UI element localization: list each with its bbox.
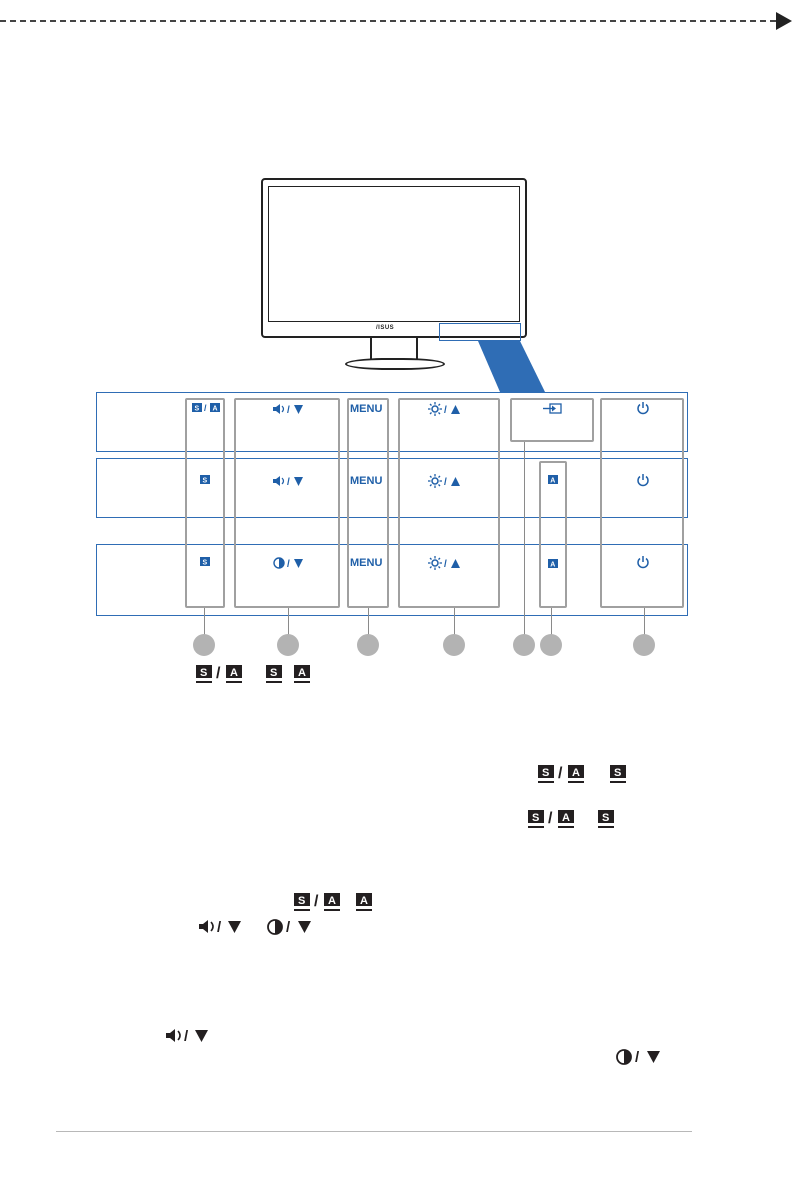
svg-text:S: S xyxy=(298,895,305,907)
button-panel-row-1 xyxy=(96,392,688,452)
leader-line xyxy=(204,608,205,635)
svg-text:A: A xyxy=(550,562,555,569)
s-a-s-buttons-icon: S / A S xyxy=(538,765,626,783)
column-frame-2 xyxy=(234,398,340,608)
leader-line xyxy=(551,608,552,635)
s-a-mode-icon: S / A xyxy=(192,403,220,413)
power-icon xyxy=(637,402,649,415)
volume-down-icon: / xyxy=(273,476,303,488)
footer-rule xyxy=(56,1131,692,1132)
svg-text:/: / xyxy=(217,919,222,936)
power-icon xyxy=(637,556,649,569)
callout-2 xyxy=(277,634,299,656)
svg-text:/: / xyxy=(184,1028,189,1045)
volume-down-icon: / xyxy=(273,404,303,416)
svg-text:/: / xyxy=(444,477,447,488)
svg-text:/: / xyxy=(314,893,319,910)
leader-line xyxy=(454,608,455,635)
button-panel-row-3 xyxy=(96,544,688,616)
callout-1 xyxy=(193,634,215,656)
monitor-base xyxy=(345,358,445,370)
svg-text:S: S xyxy=(203,560,208,567)
brightness-up-icon: / xyxy=(428,556,460,570)
callout-5 xyxy=(513,634,535,656)
input-select-icon xyxy=(543,403,562,414)
callout-3 xyxy=(357,634,379,656)
svg-text:S: S xyxy=(203,478,208,485)
brightness-up-icon: / xyxy=(428,402,460,416)
svg-text:S: S xyxy=(542,767,549,779)
leader-line xyxy=(644,608,645,635)
leader-line xyxy=(524,442,525,635)
column-frame-1 xyxy=(185,398,225,608)
leader-line xyxy=(368,608,369,635)
svg-text:A: A xyxy=(572,767,580,779)
column-frame-4 xyxy=(398,398,500,608)
svg-text:S: S xyxy=(602,812,609,824)
svg-text:/: / xyxy=(287,477,290,488)
svg-text:/: / xyxy=(558,765,563,782)
svg-text:S: S xyxy=(614,767,621,779)
callout-7 xyxy=(633,634,655,656)
svg-text:/: / xyxy=(635,1049,640,1066)
svg-text:/: / xyxy=(444,559,447,570)
monitor-button-mark xyxy=(458,336,467,338)
brightness-up-icon: / xyxy=(428,474,460,488)
svg-text:A: A xyxy=(213,406,218,413)
s-a-a-buttons-icon: S / A A xyxy=(294,893,372,911)
power-icon xyxy=(637,474,649,487)
svg-text:A: A xyxy=(360,895,368,907)
svg-text:S: S xyxy=(200,667,207,679)
monitor-logo: /ISUS xyxy=(376,325,395,331)
svg-text:A: A xyxy=(328,895,336,907)
s-mode-icon: S xyxy=(200,557,210,567)
svg-text:S: S xyxy=(532,812,539,824)
svg-text:/: / xyxy=(287,405,290,416)
svg-text:A: A xyxy=(298,667,306,679)
column-frame-6 xyxy=(539,461,567,608)
menu-label: MENU xyxy=(350,475,383,487)
s-mode-icon: S xyxy=(200,475,210,485)
button-panel-row-2 xyxy=(96,458,688,518)
svg-text:S: S xyxy=(195,406,200,413)
monitor-button-mark xyxy=(484,336,493,338)
svg-text:/: / xyxy=(204,403,207,413)
menu-label: MENU xyxy=(350,557,383,569)
column-frame-3 xyxy=(347,398,389,608)
auto-adjust-icon: A xyxy=(548,475,558,485)
monitor-bezel xyxy=(261,178,527,338)
monitor-button-mark xyxy=(509,336,518,338)
volume-down-icon: / xyxy=(166,1028,208,1045)
s-a-s-a-buttons-icon: S / A S A xyxy=(196,665,310,683)
svg-text:/: / xyxy=(216,665,221,682)
leader-line xyxy=(288,608,289,635)
zoom-wedge xyxy=(478,341,545,392)
monitor-screen xyxy=(268,186,520,322)
svg-text:A: A xyxy=(562,812,570,824)
svg-text:/: / xyxy=(444,405,447,416)
monitor-button-mark xyxy=(471,336,480,338)
top-dashed-rule xyxy=(0,20,776,22)
column-frame-5 xyxy=(510,398,594,442)
contrast-down-icon: / xyxy=(616,1049,660,1066)
contrast-down-icon: / xyxy=(273,557,303,570)
svg-text:A: A xyxy=(230,667,238,679)
auto-adjust-icon: A xyxy=(548,559,558,569)
svg-text:/: / xyxy=(548,810,553,827)
monitor-button-mark xyxy=(445,336,454,338)
callout-6 xyxy=(540,634,562,656)
callout-4 xyxy=(443,634,465,656)
button-area-highlight xyxy=(439,323,521,341)
menu-label: MENU xyxy=(350,403,383,415)
svg-text:S: S xyxy=(270,667,277,679)
top-arrow-icon xyxy=(776,12,792,30)
monitor-neck xyxy=(370,338,418,360)
volume-contrast-down-icon: / / xyxy=(199,919,311,936)
column-frame-7 xyxy=(600,398,684,608)
svg-text:/: / xyxy=(287,559,290,570)
s-a-s-buttons-icon: S / A S xyxy=(528,810,614,828)
svg-text:A: A xyxy=(550,478,555,485)
monitor-button-mark xyxy=(497,336,506,338)
svg-text:/: / xyxy=(286,919,291,936)
